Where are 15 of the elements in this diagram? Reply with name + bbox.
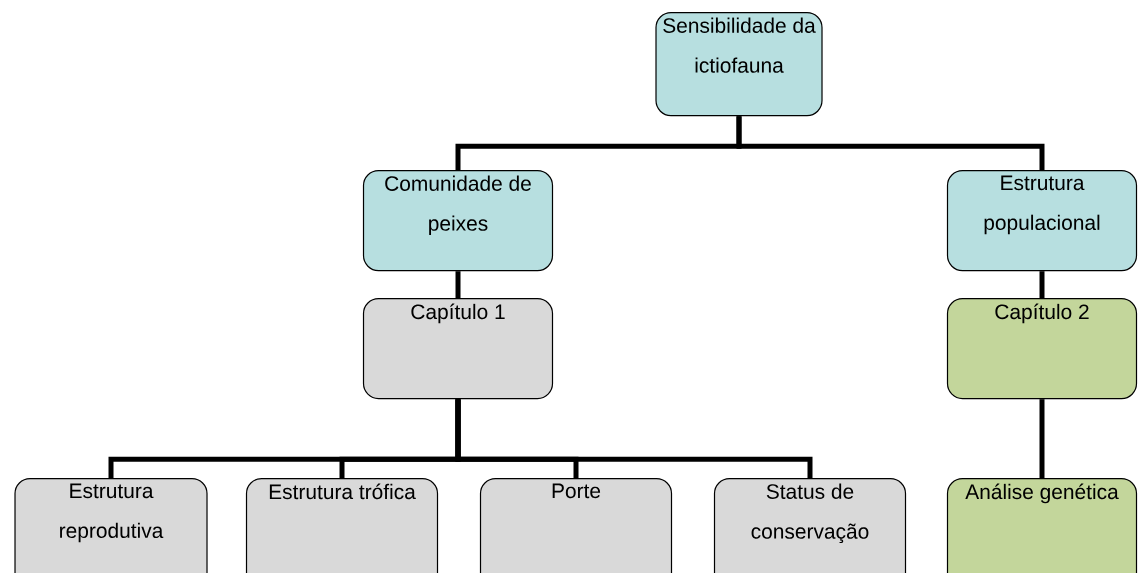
connector-line	[455, 399, 813, 478]
topic-box: Estrutura populacional	[946, 170, 1138, 272]
connector-line	[736, 116, 1045, 170]
connector-line	[455, 271, 461, 298]
chapter-box: Capítulo 1	[362, 298, 554, 400]
topic-box: Status de conservação	[713, 478, 907, 573]
connector-line	[1039, 271, 1045, 298]
topic-box: Sensibilidade da ictiofauna	[655, 12, 823, 117]
topic-box: Análise genética	[946, 478, 1138, 573]
topic-box: Estrutura reprodutiva	[14, 478, 208, 573]
topic-box: Porte	[479, 478, 673, 573]
topic-box: Comunidade de peixes	[362, 170, 554, 272]
chapter-box: Capítulo 2	[946, 298, 1138, 400]
topic-box: Estrutura trófica	[245, 478, 439, 573]
connector-line	[1039, 399, 1045, 478]
